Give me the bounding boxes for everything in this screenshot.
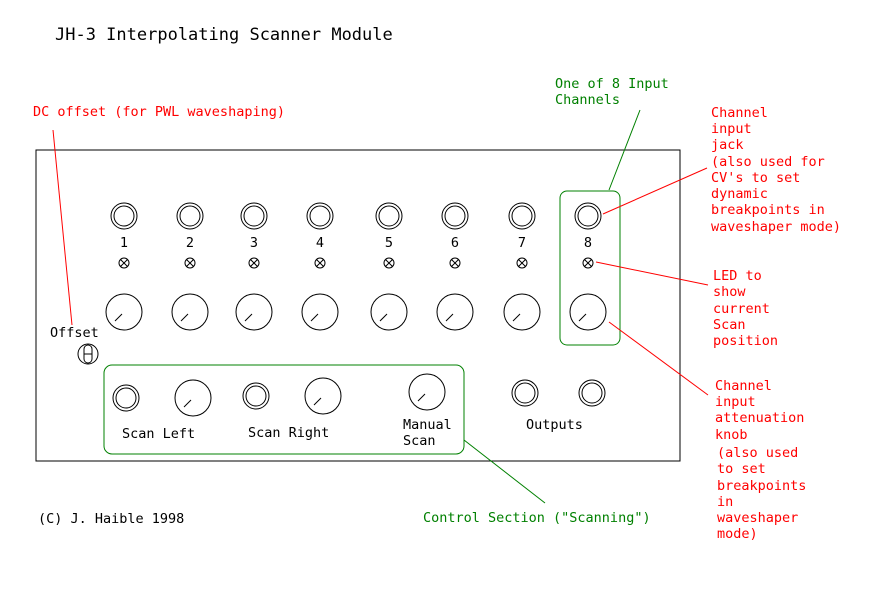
outputs-label: Outputs bbox=[526, 417, 583, 433]
channel-7: 7 bbox=[503, 202, 541, 331]
channel-5: 5 bbox=[370, 202, 408, 331]
channel-2-number: 2 bbox=[186, 235, 194, 251]
manual-scan-label-line-1: Manual bbox=[403, 417, 452, 433]
led-annotation: LED to show current Scan position bbox=[713, 268, 778, 349]
scan-right-label: Scan Right bbox=[248, 425, 329, 441]
scan-right-jack-icon bbox=[242, 382, 270, 410]
led-leader-line bbox=[595, 261, 709, 286]
channel-3-jack-icon bbox=[240, 202, 268, 230]
channel-6-led-icon bbox=[449, 257, 461, 269]
channel-8-led-icon bbox=[582, 257, 594, 269]
attenuation-knob-annotation: Channel input attenuation knob (also use… bbox=[715, 378, 815, 542]
channel-8-knob-icon bbox=[569, 293, 607, 331]
channel-6: 6 bbox=[436, 202, 474, 331]
channel-7-knob-icon bbox=[503, 293, 541, 331]
one-of-8-annotation: One of 8 Input Channels bbox=[555, 76, 677, 108]
channel-4-led-icon bbox=[314, 257, 326, 269]
control-section-box bbox=[103, 364, 465, 455]
channel-6-jack-icon bbox=[441, 202, 469, 230]
channel-7-jack-icon bbox=[508, 202, 536, 230]
channel-4: 4 bbox=[301, 202, 339, 331]
channel-2-led-icon bbox=[184, 257, 196, 269]
channel-7-number: 7 bbox=[518, 235, 526, 251]
channel-2: 2 bbox=[171, 202, 209, 331]
channel-3: 3 bbox=[235, 202, 273, 331]
channel-2-jack-icon bbox=[176, 202, 204, 230]
channel-4-number: 4 bbox=[316, 235, 324, 251]
manual-scan-label-line-2: Scan bbox=[403, 433, 436, 449]
input-jack-annotation: Channel input jack (also used for CV's t… bbox=[711, 105, 841, 235]
knob-leader-line bbox=[608, 321, 709, 396]
manual-scan-knob-icon bbox=[408, 373, 446, 411]
channel-4-jack-icon bbox=[306, 202, 334, 230]
input-channels: 1 2 3 4 5 6 7 8 bbox=[105, 202, 607, 331]
channel-6-number: 6 bbox=[451, 235, 459, 251]
channel-1-jack-icon bbox=[110, 202, 138, 230]
input-jack-leader-line bbox=[602, 167, 708, 215]
channel-5-led-icon bbox=[383, 257, 395, 269]
channel-8: 8 bbox=[569, 202, 607, 331]
output-jack-1-icon bbox=[511, 379, 539, 407]
page-title: JH-3 Interpolating Scanner Module bbox=[55, 25, 393, 45]
offset-trimmer-icon bbox=[77, 343, 99, 365]
channel-8-jack-icon bbox=[574, 202, 602, 230]
channel-1-number: 1 bbox=[120, 235, 128, 251]
dc-offset-annotation: DC offset (for PWL waveshaping) bbox=[33, 104, 285, 120]
channel-2-knob-icon bbox=[171, 293, 209, 331]
scan-left-jack-icon bbox=[112, 384, 140, 412]
scan-right-knob-icon bbox=[304, 377, 342, 415]
scan-left-knob-icon bbox=[174, 379, 212, 417]
channel-1-led-icon bbox=[118, 257, 130, 269]
channel-7-led-icon bbox=[516, 257, 528, 269]
channel-1-knob-icon bbox=[105, 293, 143, 331]
channel-3-led-icon bbox=[248, 257, 260, 269]
channel-5-number: 5 bbox=[385, 235, 393, 251]
channel-8-number: 8 bbox=[584, 235, 592, 251]
channel-5-knob-icon bbox=[370, 293, 408, 331]
copyright-text: (C) J. Haible 1998 bbox=[38, 511, 184, 527]
channel-3-knob-icon bbox=[235, 293, 273, 331]
channel-1: 1 bbox=[105, 202, 143, 331]
scan-left-label: Scan Left bbox=[122, 426, 195, 442]
control-section-annotation: Control Section ("Scanning") bbox=[423, 510, 651, 526]
offset-label: Offset bbox=[50, 325, 99, 341]
channel-5-jack-icon bbox=[375, 202, 403, 230]
module-panel bbox=[35, 149, 681, 462]
control-section-leader-line bbox=[463, 439, 546, 504]
channel-3-number: 3 bbox=[250, 235, 258, 251]
one-of-8-leader-line bbox=[608, 109, 641, 191]
channel-6-knob-icon bbox=[436, 293, 474, 331]
dc-offset-leader-line bbox=[52, 129, 73, 326]
output-jack-2-icon bbox=[578, 379, 606, 407]
channel-8-highlight-box bbox=[559, 190, 621, 346]
channel-4-knob-icon bbox=[301, 293, 339, 331]
